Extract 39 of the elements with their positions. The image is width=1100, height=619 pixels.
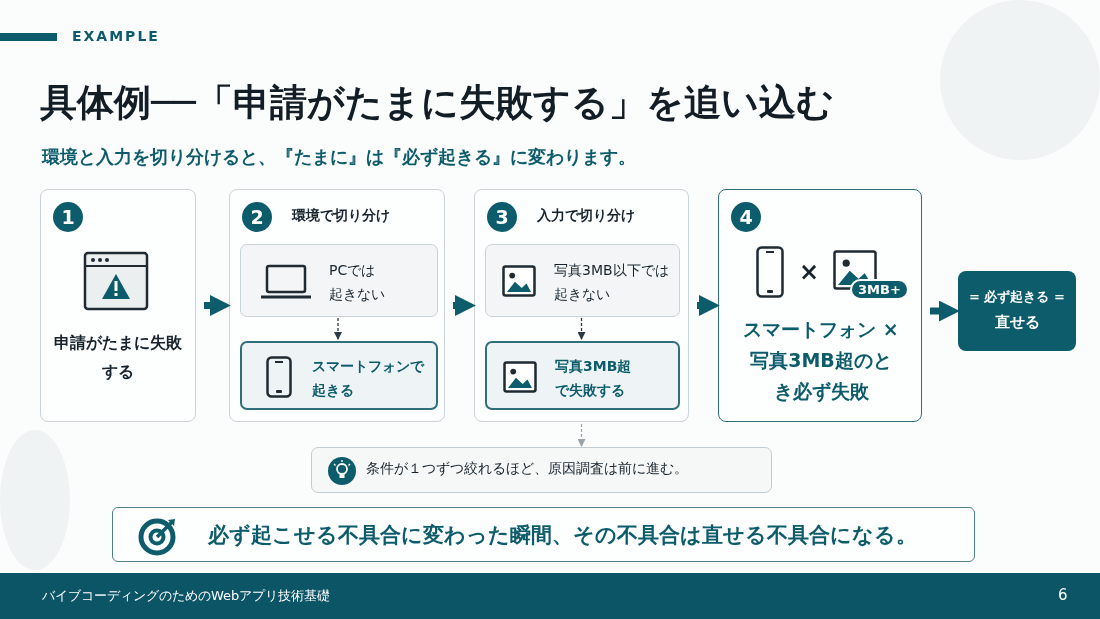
step-text: 申請がたまに失敗する <box>53 332 183 383</box>
condition-box <box>485 244 680 317</box>
step-number: 3 <box>487 202 517 232</box>
conclusion-text: 直せる <box>993 313 1041 332</box>
tip-text: 条件が１つずつ絞れるほど、原因調査は前に進む。 <box>366 460 688 478</box>
arrow <box>577 317 586 340</box>
step-heading: 環境で切り分け <box>292 207 390 225</box>
result-text: スマートフォン × 写真3MB超のとき必ず失敗 <box>742 317 900 404</box>
step-card <box>718 189 922 422</box>
result-box <box>240 341 438 410</box>
condition-text: PCでは起きない <box>329 261 386 304</box>
step-number: 4 <box>731 202 761 232</box>
step-number: 1 <box>53 202 83 232</box>
conclusion-box <box>958 271 1076 351</box>
result-text: 写真3MB超で失敗する <box>555 357 633 400</box>
arrow <box>577 423 586 447</box>
footer-text: バイブコーディングのためのWebアプリ技術基礎 <box>42 587 331 605</box>
step-number: 2 <box>242 202 272 232</box>
arrow <box>334 317 342 340</box>
arrow <box>204 295 231 316</box>
key-message: 必ず起こせる不具合に変わった瞬間、その不具合は直せる不具合になる。 <box>208 522 917 549</box>
conclusion-text: = 必ず起きる = <box>968 288 1066 306</box>
tip-box <box>311 447 772 493</box>
section-label: EXAMPLE <box>72 28 160 44</box>
step-card <box>229 189 445 422</box>
result-text: スマートフォンで起きる <box>312 357 426 400</box>
times-sign: × <box>799 258 820 286</box>
subtitle: 環境と入力を切り分けると、『たまに』は『必ず起きる』に変わります。 <box>42 145 636 169</box>
step-card <box>40 189 196 422</box>
step-heading: 入力で切り分け <box>537 207 635 225</box>
result-box <box>485 341 680 410</box>
page-number: 6 <box>1058 586 1068 604</box>
condition-text: 写真3MB以下では起きない <box>554 261 670 304</box>
condition-box <box>240 244 438 317</box>
arrow <box>453 295 476 316</box>
step-card <box>474 189 689 422</box>
arrow <box>697 295 720 316</box>
key-message-box <box>112 507 975 562</box>
slide-title: 具体例──「申請がたまに失敗する」を追い込む <box>40 80 834 126</box>
